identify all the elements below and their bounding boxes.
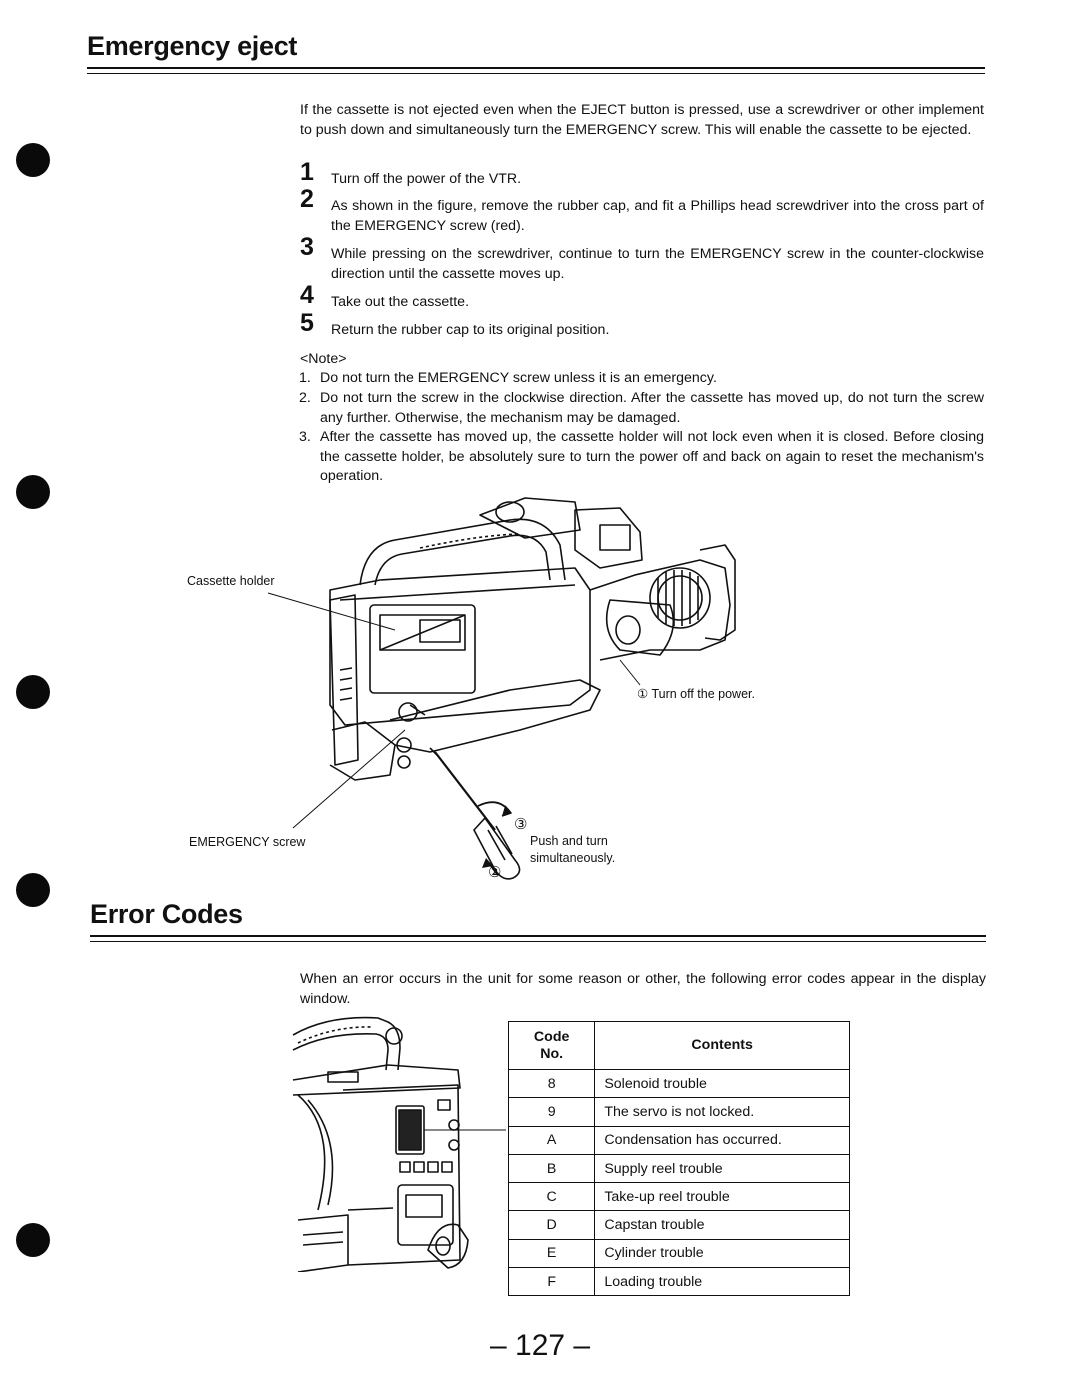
code-cell: A (507, 1125, 596, 1155)
note-heading: <Note> (300, 351, 347, 367)
section-title-emergency-eject: Emergency eject (87, 31, 298, 61)
contents-cell: The servo is not locked. (594, 1097, 850, 1127)
contents-cell: Loading trouble (594, 1267, 850, 1297)
step-number: 3 (300, 233, 314, 261)
code-cell: E (507, 1238, 596, 1269)
callout-marker-3: ③ (514, 816, 528, 833)
code-cell: C (507, 1182, 596, 1212)
note-text: Do not turn the screw in the clockwise d… (320, 390, 984, 426)
contents-cell: Cylinder trouble (594, 1238, 850, 1269)
note-text: After the cassette has moved up, the cas… (320, 429, 984, 484)
heading-rule (87, 73, 985, 74)
emergency-screw-label: EMERGENCY screw (189, 835, 306, 849)
note-item: 3. After the cassette has moved up, the … (299, 428, 984, 487)
code-cell: D (507, 1210, 596, 1240)
leader-line (267, 592, 396, 631)
step-item: 5 Return the rubber cap to its original … (300, 311, 984, 341)
code-cell: B (507, 1153, 596, 1184)
code-cell: F (507, 1267, 596, 1297)
table-header-row: Code No. Contents (507, 1021, 850, 1070)
section-title-error-codes: Error Codes (90, 899, 243, 929)
step-item: 4 Take out the cassette. (300, 283, 984, 313)
heading-rule (90, 935, 986, 937)
step-number: 5 (300, 309, 314, 337)
table-row: D Capstan trouble (507, 1210, 850, 1240)
code-cell: 8 (507, 1068, 596, 1099)
callout-turn-off-power: ① Turn off the power. (637, 687, 755, 701)
note-number: 3. (299, 429, 311, 445)
table-row: B Supply reel trouble (507, 1153, 850, 1184)
binder-hole (16, 143, 50, 177)
step-number: 4 (300, 281, 314, 309)
step-item: 1 Turn off the power of the VTR. (300, 160, 984, 190)
step-number: 2 (300, 185, 314, 213)
step-text: While pressing on the screwdriver, conti… (331, 246, 984, 282)
contents-cell: Capstan trouble (594, 1210, 850, 1240)
step-text: Turn off the power of the VTR. (331, 171, 522, 187)
table-row: 9 The servo is not locked. (507, 1097, 850, 1127)
table-row: F Loading trouble (507, 1267, 850, 1297)
heading-rule (90, 941, 986, 942)
contents-cell: Solenoid trouble (594, 1068, 850, 1099)
camera-emergency-eject-illustration (267, 497, 736, 880)
note-item: 1. Do not turn the EMERGENCY screw unles… (299, 369, 984, 389)
step-text: Take out the cassette. (331, 294, 470, 310)
contents-cell: Supply reel trouble (594, 1153, 850, 1184)
error-codes-intro: When an error occurs in the unit for som… (300, 971, 986, 1007)
camera-display-window-illustration (292, 1016, 506, 1272)
column-header-contents: Contents (594, 1021, 850, 1070)
binder-hole (16, 475, 50, 509)
binder-hole (16, 675, 50, 709)
note-item: 2. Do not turn the screw in the clockwis… (299, 389, 984, 428)
heading-rule (87, 67, 985, 69)
note-number: 2. (299, 390, 311, 406)
code-cell: 9 (507, 1097, 596, 1127)
leader-line (292, 729, 406, 829)
table-row: C Take-up reel trouble (507, 1182, 850, 1212)
contents-cell: Take-up reel trouble (594, 1182, 850, 1212)
step-number: 1 (300, 158, 314, 186)
step-item: 2 As shown in the figure, remove the rub… (300, 187, 984, 236)
cassette-holder-label: Cassette holder (187, 574, 275, 588)
step-item: 3 While pressing on the screwdriver, con… (300, 235, 984, 284)
emergency-intro: If the cassette is not ejected even when… (300, 102, 984, 138)
callout-push-turn-line1: Push and turn (530, 834, 608, 848)
note-number: 1. (299, 370, 311, 386)
table-row: 8 Solenoid trouble (507, 1068, 850, 1099)
callout-push-turn-line2: simultaneously. (530, 851, 616, 865)
page-number: – 127 – (490, 1329, 591, 1362)
column-header-code: Code No. (507, 1021, 596, 1070)
table-row: E Cylinder trouble (507, 1238, 850, 1269)
binder-hole (16, 1223, 50, 1257)
error-codes-table: Code No. Contents 8 Solenoid trouble 9 T… (507, 1021, 850, 1297)
binder-hole (16, 873, 50, 907)
callout-marker-2: ② (488, 864, 502, 881)
contents-cell: Condensation has occurred. (594, 1125, 850, 1155)
step-text: As shown in the figure, remove the rubbe… (331, 198, 984, 234)
note-text: Do not turn the EMERGENCY screw unless i… (320, 370, 717, 386)
leader-line (619, 659, 641, 686)
header-code-label: Code No. (533, 1028, 570, 1062)
step-text: Return the rubber cap to its original po… (331, 322, 610, 338)
table-row: A Condensation has occurred. (507, 1125, 850, 1155)
